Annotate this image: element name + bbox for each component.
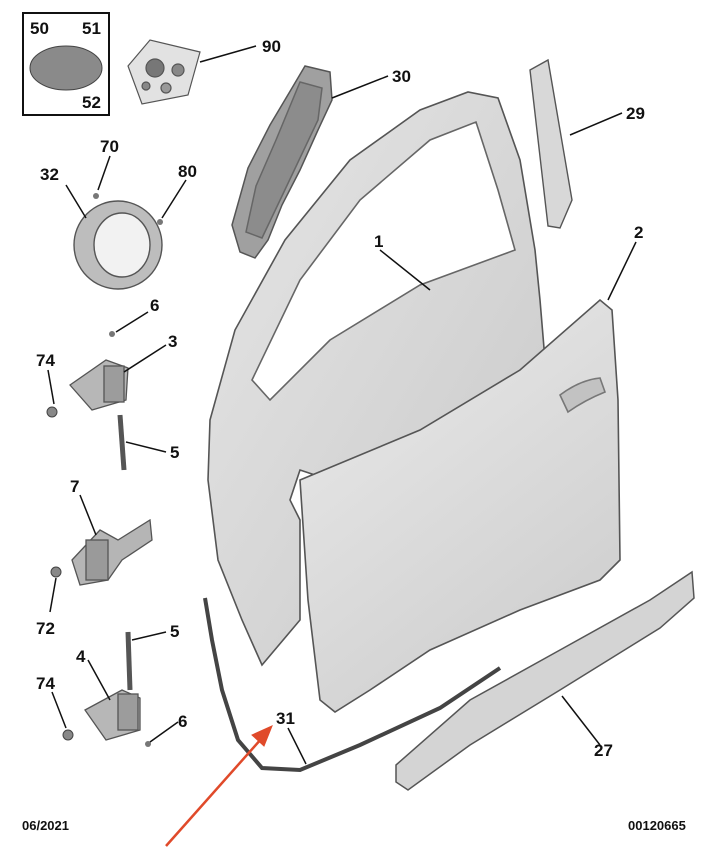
screw-70 bbox=[93, 193, 99, 199]
lower-hinge-part bbox=[84, 689, 141, 741]
footer-date: 06/2021 bbox=[22, 818, 69, 833]
callout-7: 7 bbox=[70, 477, 80, 496]
sill-trim-part bbox=[395, 570, 695, 791]
door-check-part bbox=[71, 518, 153, 586]
callout-72: 72 bbox=[36, 619, 55, 638]
callout-52: 52 bbox=[82, 93, 101, 112]
clip-pack-part bbox=[127, 39, 201, 105]
footer-reference: 00120665 bbox=[628, 818, 686, 833]
callout-6-lower: 6 bbox=[178, 712, 188, 731]
bolt-74-upper bbox=[46, 406, 58, 418]
callout-29: 29 bbox=[626, 104, 645, 123]
screw-80 bbox=[157, 219, 163, 225]
callout-1: 1 bbox=[374, 232, 384, 251]
callout-27: 27 bbox=[594, 741, 613, 760]
callout-4: 4 bbox=[76, 647, 86, 666]
highlight-arrow bbox=[165, 725, 273, 847]
screw-6-lower bbox=[145, 741, 151, 747]
callout-30: 30 bbox=[392, 67, 411, 86]
door-skin-part bbox=[299, 298, 621, 713]
callout-5-upper: 5 bbox=[170, 443, 180, 462]
speaker-ring-part bbox=[73, 200, 163, 290]
door-module-part bbox=[231, 65, 333, 259]
callout-32: 32 bbox=[40, 165, 59, 184]
callout-2: 2 bbox=[634, 223, 644, 242]
patch-part bbox=[29, 45, 103, 91]
screw-6-upper bbox=[109, 331, 115, 337]
upper-hinge-part bbox=[69, 359, 129, 411]
hinge-pin-lower bbox=[125, 631, 133, 691]
bolt-74-lower bbox=[62, 729, 74, 741]
hinge-pin-upper bbox=[117, 414, 127, 471]
nut-72 bbox=[50, 566, 62, 578]
callout-90: 90 bbox=[262, 37, 281, 56]
callout-31: 31 bbox=[276, 709, 295, 728]
pillar-trim-part bbox=[529, 58, 573, 229]
callout-74-upper: 74 bbox=[36, 351, 55, 370]
callout-3: 3 bbox=[168, 332, 178, 351]
callout-80: 80 bbox=[178, 162, 197, 181]
callout-5-lower: 5 bbox=[170, 622, 180, 641]
leader-lines bbox=[47, 45, 637, 765]
weatherstrip-part bbox=[203, 597, 502, 773]
callout-70: 70 bbox=[100, 137, 119, 156]
callout-51: 51 bbox=[82, 19, 101, 38]
callout-74-lower: 74 bbox=[36, 674, 55, 693]
callout-6-upper: 6 bbox=[150, 296, 160, 315]
callout-50: 50 bbox=[30, 19, 49, 38]
